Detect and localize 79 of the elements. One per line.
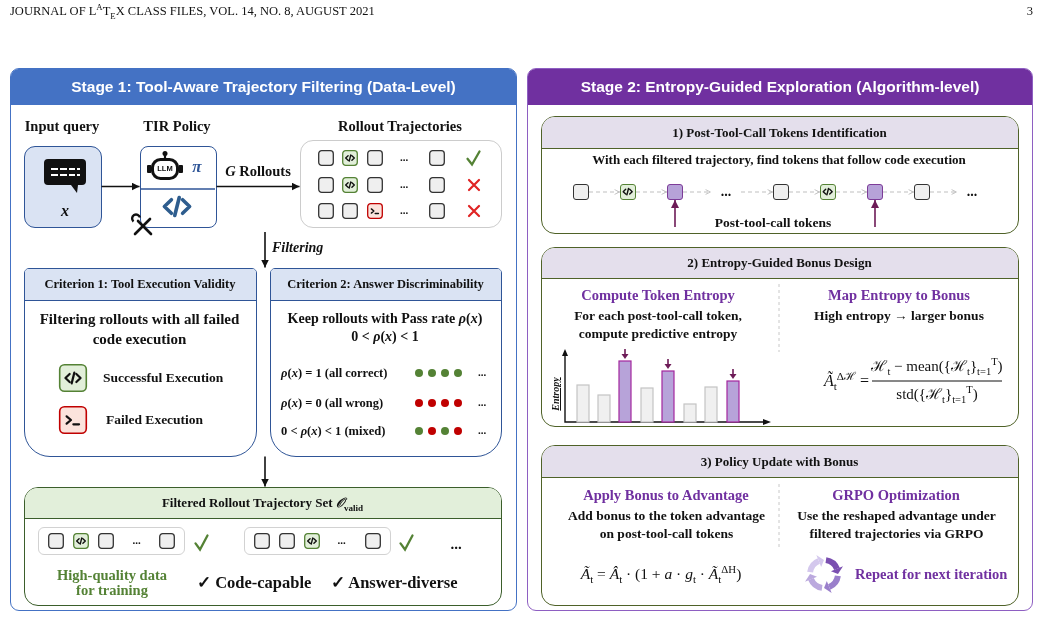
description-text: High entropy → larger bonus	[813, 307, 985, 325]
ellipsis: ...	[476, 395, 488, 410]
section-header: 1) Post-Tool-Call Tokens Identification	[541, 116, 1018, 149]
description-text: With each filtered trajectory, find tokens that follow code execution	[591, 151, 967, 168]
ellipsis: ...	[476, 423, 488, 438]
section-header: 2) Entropy-Guided Bonus Design	[541, 247, 1018, 279]
ellipsis: ...	[398, 177, 410, 192]
description-text: Filtering rollouts with all failed code execution	[38, 310, 241, 349]
formula: Ã$_{t}$$^{Δℋ}$ =	[822, 372, 869, 390]
section-header: 3) Policy Update with Bonus	[541, 445, 1018, 478]
token-square	[667, 184, 683, 200]
status-label: Successful Execution	[103, 369, 225, 387]
token-square	[914, 184, 930, 200]
ellipsis: ...	[965, 184, 979, 200]
arrow	[671, 199, 679, 228]
description-text: Keep rollouts with Pass rate ρ(x) 0 < ρ(x) < 1	[286, 310, 484, 346]
stage-panel	[527, 68, 1033, 611]
trajectory-row	[38, 527, 185, 555]
panel-header: Stage 2: Entropy-Guided Exploration (Algorithm-level)	[528, 69, 1032, 105]
subheading: Map Entropy to Bonus	[827, 286, 971, 304]
section-header: Criterion 2: Answer Discriminability	[270, 268, 501, 301]
description-text: For each post-tool-call token, compute predictive entropy	[573, 307, 743, 343]
dashed-arrow	[835, 189, 868, 195]
criterion-box	[269, 267, 502, 457]
formula: ℋ$_{t}$ − mean({ℋ$_{t}$}$_{t=1}$$^{T}$)	[871, 357, 1003, 375]
criterion-box	[23, 267, 257, 457]
dashed-arrow	[882, 189, 915, 195]
ellipsis: ...	[336, 532, 347, 548]
feature-label: ✓ Code-capable	[197, 573, 313, 593]
symbol: π	[191, 157, 203, 177]
formula: Ã$_{t}$ = Â$_{t}$ · (1 + a · g$_{t}$ · Ã$_{t}$$^{ΔH}$)	[579, 564, 743, 584]
ellipsis: ...	[476, 365, 488, 380]
box-heading: Input query	[23, 117, 101, 135]
status-label: Failed Execution	[106, 411, 205, 429]
highlight-text: High-quality data for training	[56, 568, 168, 598]
panel-header: Stage 1: Tool-Aware Trajectory Filtering (Data-Level)	[11, 69, 516, 105]
step-box	[540, 444, 1019, 606]
step-box	[540, 115, 1019, 234]
box-heading: Rollout Trajectories	[337, 117, 463, 135]
arrow	[215, 182, 301, 191]
ellipsis: ...	[131, 532, 142, 548]
box-heading: TIR Policy	[142, 117, 212, 135]
variable-label: x	[60, 202, 70, 220]
condition-label: ρ(x) = 0 (all wrong)	[281, 395, 385, 411]
feature-label: ✓ Answer-diverse	[331, 573, 459, 593]
subheading: GRPO Optimization	[831, 486, 961, 504]
token-square	[867, 184, 883, 200]
condition-label: 0 < ρ(x) < 1 (mixed)	[281, 423, 387, 439]
section-header: Filtered Rollout Trajectory Set 𝒪$_{valid}$	[24, 487, 501, 519]
ellipsis: ...	[398, 150, 410, 165]
formula: std({ℋ$_{t}$}$_{t=1}$$^{T}$)	[895, 385, 979, 403]
dashed-arrow	[740, 189, 774, 195]
ellipsis: ...	[398, 203, 410, 218]
result-box	[23, 486, 502, 606]
token-square	[573, 184, 589, 200]
dashed-arrow	[929, 189, 958, 195]
caption-text: Repeat for next iteration	[855, 565, 1009, 583]
code-token-icon	[620, 184, 636, 200]
stage-panel	[10, 68, 517, 611]
page-number: 3	[1025, 4, 1033, 19]
arrow	[871, 199, 879, 228]
code-token-icon	[820, 184, 836, 200]
dashed-arrow	[635, 189, 668, 195]
arrow	[100, 182, 141, 191]
section-header: Criterion 1: Tool Execution Validity	[24, 268, 256, 301]
page-header-text: JOURNAL OF L$^{A}$T$_{E}$X CLASS FILES, VOL. 14, NO. 8, AUGUST 2021	[10, 4, 376, 19]
dashed-arrow	[788, 189, 821, 195]
ellipsis: ...	[449, 536, 463, 552]
callout-text: Post-tool-call tokens	[713, 214, 833, 231]
description-text: Use the reshaped advantage under filtered trajectories via GRPO	[796, 507, 997, 543]
axis-label: Entropy	[550, 376, 562, 413]
token-square	[773, 184, 789, 200]
dashed-arrow	[588, 189, 621, 195]
trajectory-row	[244, 527, 391, 555]
description-text: Add bonus to the token advantage on post-tool-call tokens	[567, 507, 766, 543]
ellipsis: ...	[719, 184, 733, 200]
subheading: Apply Bonus to Advantage	[582, 486, 750, 504]
subheading: Compute Token Entropy	[580, 286, 736, 304]
condition-label: ρ(x) = 1 (all correct)	[281, 365, 389, 381]
